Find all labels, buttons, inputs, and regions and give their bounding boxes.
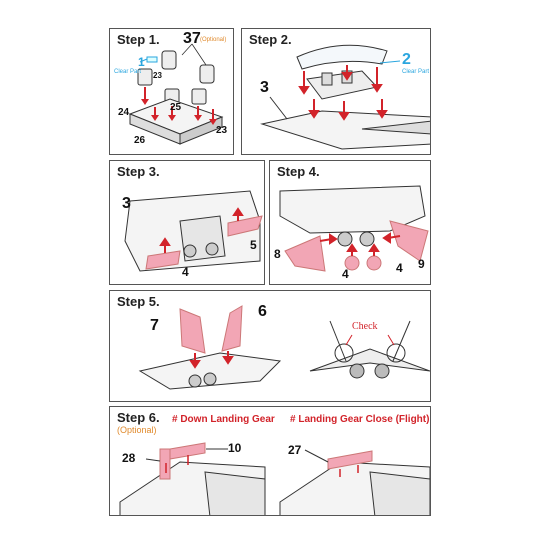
step-6-illustration	[119, 442, 430, 515]
part-7-label: 7	[150, 317, 159, 334]
step-5-panel: Step 5. 7 6 Check	[109, 290, 431, 402]
part-10-label: 10	[228, 441, 242, 455]
part-4-label-step3: 4	[182, 265, 189, 279]
step-3-panel: Step 3. 3 5 4	[109, 160, 265, 285]
step-3-illustration	[124, 190, 263, 272]
step-6-panel: Step 6. (Optional) # Down Landing Gear #…	[109, 406, 431, 516]
step-6-optional-label: (Optional)	[117, 425, 157, 435]
optional-label: (Optional)	[200, 37, 227, 43]
part-3-label-step3: 3	[122, 195, 131, 212]
part-4b-label: 4	[396, 261, 403, 275]
part-6-label: 6	[258, 303, 267, 320]
step-2-panel: Step 2. 2 Clear Part 3	[241, 28, 431, 155]
part-37-label: 37	[183, 30, 201, 47]
step-5-title: Step 5.	[117, 294, 160, 309]
part-26-label: 26	[134, 135, 146, 146]
step-6-title: Step 6.	[117, 410, 160, 425]
part-28-label: 28	[122, 451, 136, 465]
step-1-title: Step 1.	[117, 32, 160, 47]
step-1-panel: Step 1. 37 (Optional) 1 Clear Part 23 24…	[109, 28, 234, 155]
part-4a-label: 4	[342, 267, 349, 281]
clear-part-label-2: Clear Part	[402, 69, 430, 75]
step-5-illustration	[138, 305, 430, 390]
down-landing-gear-heading: # Down Landing Gear	[172, 414, 275, 425]
clear-part-label-1: Clear Part	[114, 69, 142, 75]
part-24-label: 24	[118, 107, 130, 118]
part-8-label: 8	[274, 247, 281, 261]
part-23a-label: 23	[153, 71, 162, 80]
part-5-label: 5	[250, 238, 257, 252]
part-9-label: 9	[418, 257, 425, 271]
step-4-illustration	[279, 185, 429, 272]
check-label: Check	[352, 321, 378, 332]
part-2-label: 2	[402, 51, 411, 68]
part-1-label: 1	[138, 55, 145, 69]
landing-gear-close-heading: # Landing Gear Close (Flight)	[290, 414, 430, 425]
part-3-label-step2: 3	[260, 79, 269, 96]
step-4-title: Step 4.	[277, 164, 320, 179]
step-2-illustration	[260, 44, 430, 150]
part-27-label: 27	[288, 443, 302, 457]
part-23b-label: 23	[216, 125, 228, 136]
step-3-title: Step 3.	[117, 164, 160, 179]
part-25-label: 25	[170, 102, 182, 113]
step-2-title: Step 2.	[249, 32, 292, 47]
step-1-illustration	[128, 43, 224, 145]
step-4-panel: Step 4. 8 4 4 9	[269, 160, 431, 285]
